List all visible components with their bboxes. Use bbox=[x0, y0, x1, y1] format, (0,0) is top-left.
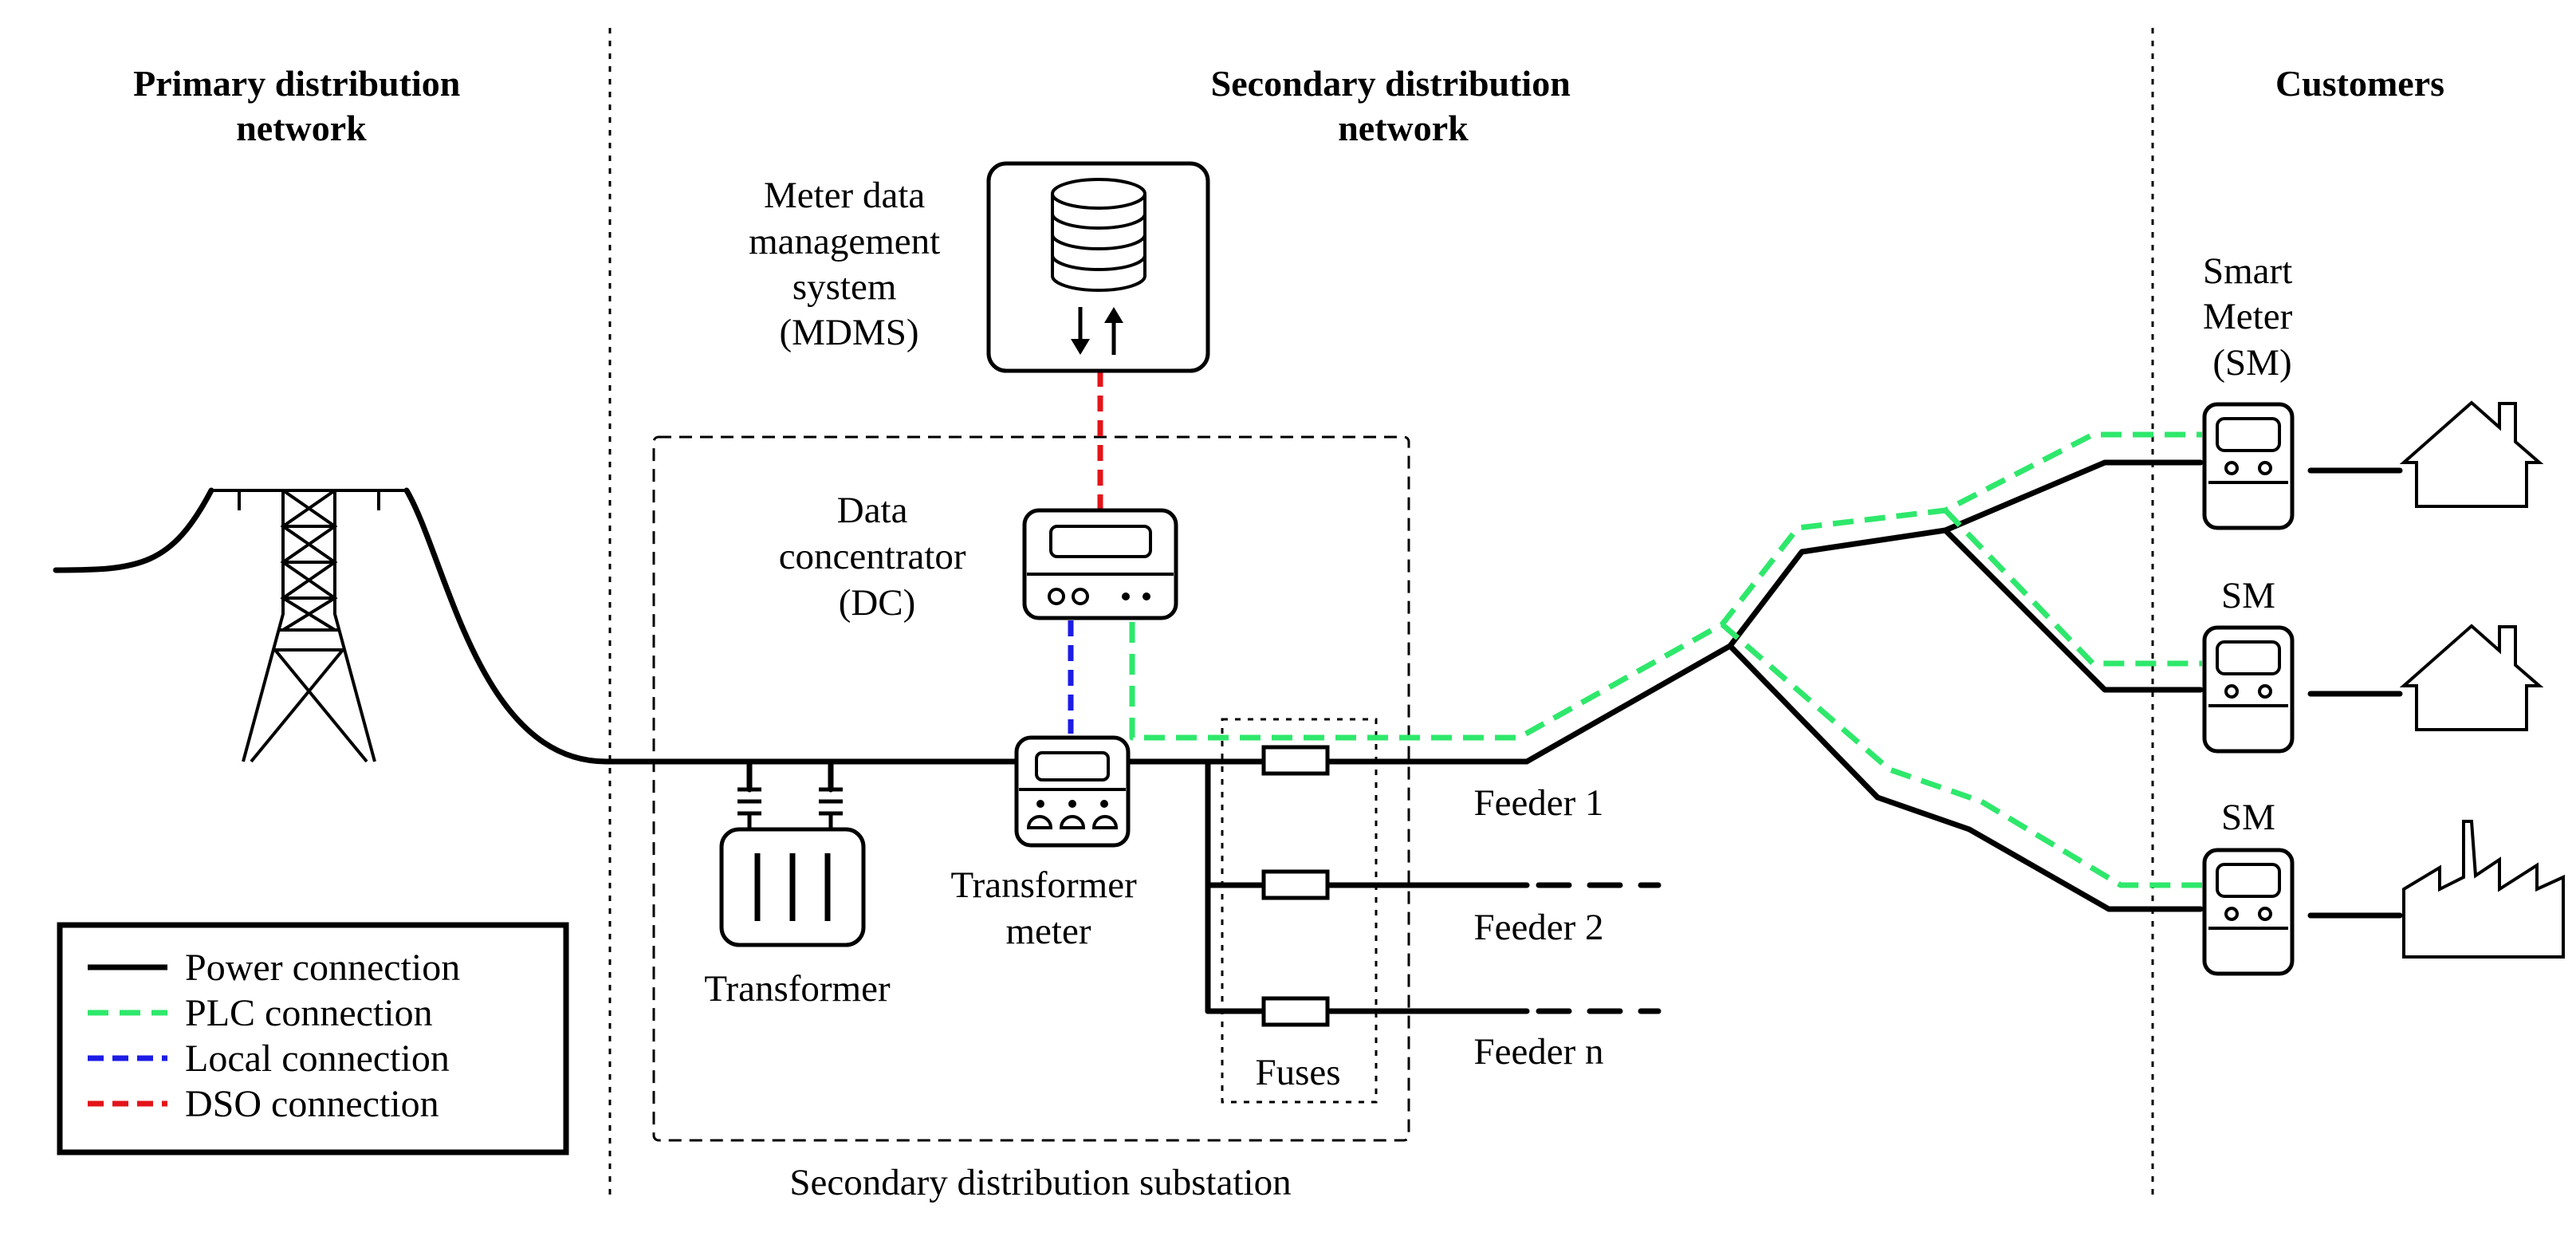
smart-meter-icon bbox=[2204, 628, 2292, 751]
fuse-icons bbox=[1261, 745, 1330, 1027]
legend-item: Local connection bbox=[185, 1037, 450, 1080]
transformer-label: Transformer bbox=[704, 968, 891, 1010]
transformer-icon bbox=[719, 787, 866, 947]
fuse-icon bbox=[1261, 996, 1330, 1027]
plc-connections bbox=[1129, 431, 2202, 888]
header-customers: Customers bbox=[2275, 63, 2444, 104]
house-icon bbox=[2402, 624, 2541, 731]
legend-item: PLC connection bbox=[185, 992, 433, 1034]
house-icon bbox=[2402, 401, 2541, 508]
data-concentrator-icon bbox=[1022, 508, 1178, 620]
transformer-meter-label: Transformer meter bbox=[951, 864, 1146, 952]
substation-box bbox=[652, 435, 1410, 1142]
factory-icon bbox=[2402, 820, 2565, 959]
smart-meter-icon bbox=[2204, 850, 2292, 974]
power-lines bbox=[403, 459, 2403, 1014]
dc-label: Data concentrator (DC) bbox=[779, 490, 976, 624]
substation-label: Secondary distribution substation bbox=[789, 1162, 1291, 1203]
transformer-meter-icon bbox=[1014, 735, 1131, 848]
smart-meter-label: Smart Meter (SM) bbox=[2203, 250, 2302, 384]
mdms-label: Meter data management system (MDMS) bbox=[749, 175, 950, 353]
header-primary: Primary distribution network bbox=[133, 63, 470, 148]
feeder-2-label: Feeder 2 bbox=[1473, 907, 1603, 948]
fuses-label: Fuses bbox=[1255, 1052, 1340, 1093]
transmission-tower-icon bbox=[53, 487, 407, 763]
legend-item: Power connection bbox=[185, 947, 460, 989]
header-secondary: Secondary distribution network bbox=[1211, 63, 1580, 148]
legend: Power connection PLC connection Local co… bbox=[57, 922, 569, 1155]
fuse-icon bbox=[1261, 869, 1330, 900]
feeder-1-label: Feeder 1 bbox=[1473, 782, 1603, 824]
fuse-icon bbox=[1261, 745, 1330, 776]
legend-item: DSO connection bbox=[185, 1083, 439, 1125]
feeder-n-label: Feeder n bbox=[1473, 1031, 1603, 1073]
mdms-database-icon bbox=[986, 161, 1210, 373]
fuses-box bbox=[1221, 718, 1378, 1104]
smart-meter-icon bbox=[2204, 404, 2292, 528]
sm-label-3: SM bbox=[2221, 797, 2275, 838]
sm-label-2: SM bbox=[2221, 575, 2275, 616]
